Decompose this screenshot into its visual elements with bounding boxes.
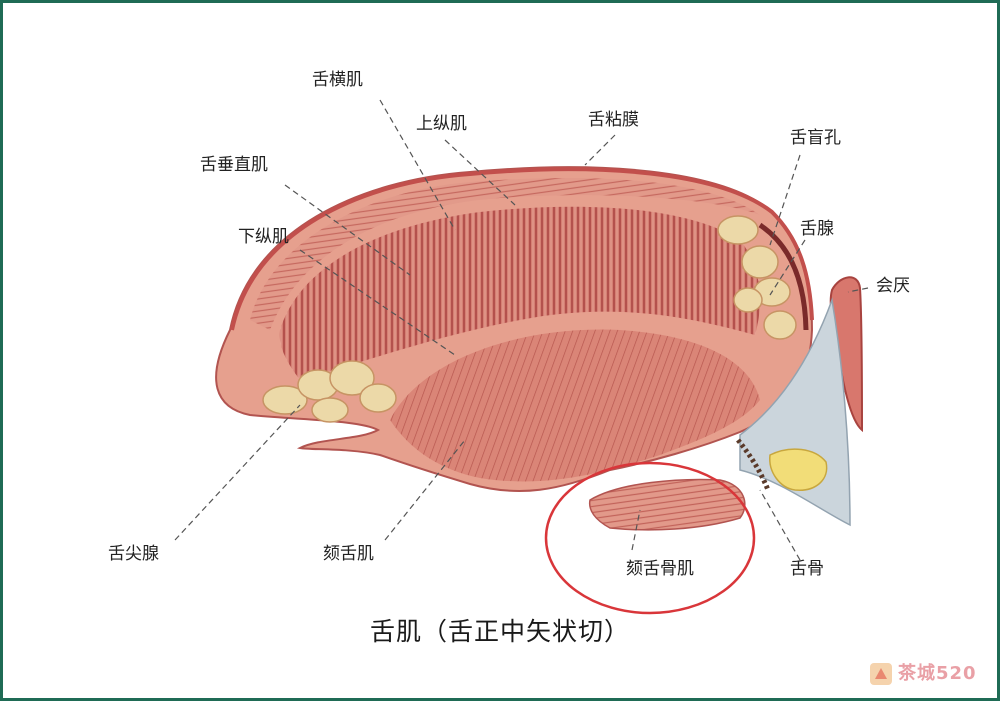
watermark-logo-icon	[870, 663, 892, 685]
vertical-muscle-region	[279, 206, 760, 380]
label-lingual-gland: 舌腺	[800, 219, 834, 239]
label-vertical-muscle: 舌垂直肌	[200, 155, 268, 175]
label-inferior-longitudinal: 下纵肌	[238, 227, 289, 247]
superior-longitudinal-region	[250, 178, 760, 330]
watermark-text: 茶城520	[898, 663, 977, 684]
figure-caption: 舌肌（舌正中矢状切）	[370, 617, 631, 646]
highlight-circle	[544, 461, 756, 615]
watermark: 茶城520	[868, 655, 990, 695]
label-mucosa: 舌粘膜	[588, 110, 639, 130]
apical-gland-cluster	[262, 360, 397, 423]
label-geniohyoid: 颏舌骨肌	[626, 559, 694, 579]
geniohyoid-region	[588, 478, 746, 531]
posterior-margin	[758, 222, 809, 331]
hyoid-bone-shape	[769, 448, 828, 491]
label-superior-longitudinal: 上纵肌	[416, 114, 467, 134]
label-foramen-cecum: 舌盲孔	[790, 128, 841, 148]
label-epiglottis: 会厌	[876, 276, 910, 296]
label-transverse-muscle: 舌横肌	[312, 70, 363, 90]
leader-lines	[174, 99, 869, 561]
label-hyoid: 舌骨	[790, 559, 824, 579]
mucosa-rim	[230, 167, 814, 331]
label-genioglossus: 颏舌肌	[323, 544, 374, 564]
label-apical-gland: 舌尖腺	[108, 544, 159, 564]
genioglossus-region	[390, 329, 760, 482]
